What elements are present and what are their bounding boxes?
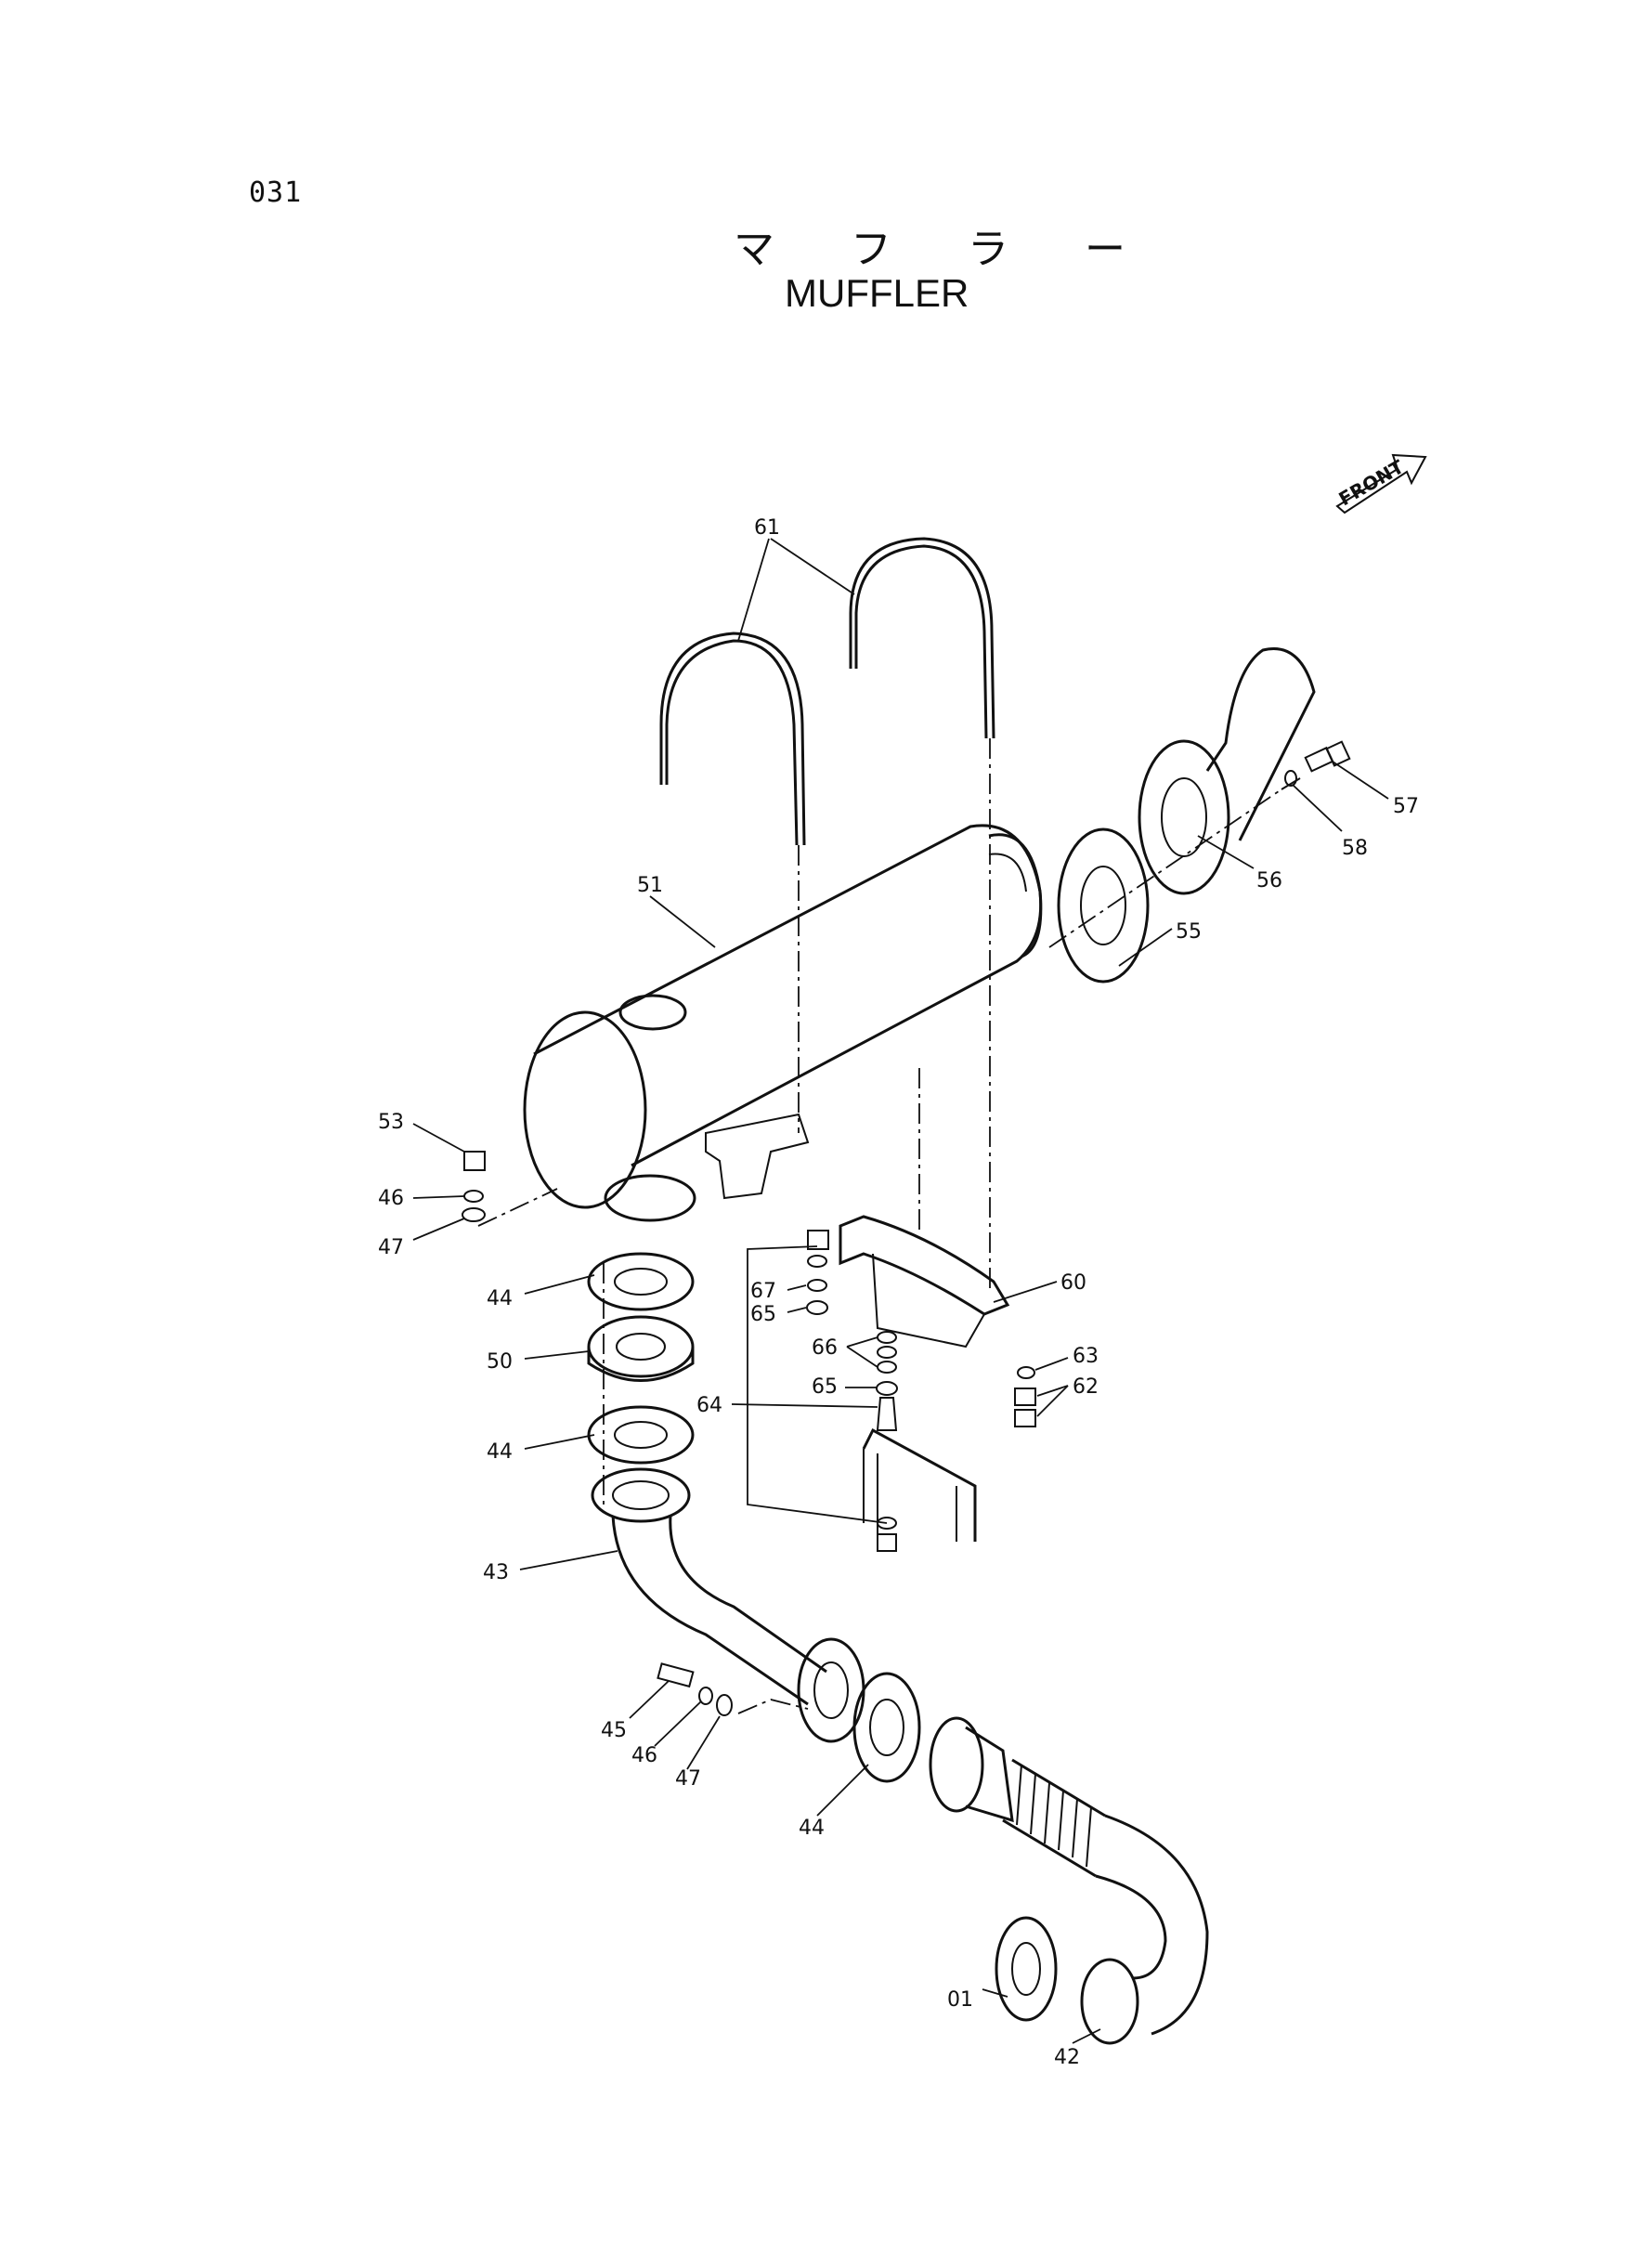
title-japanese: マ フ ラ ー xyxy=(734,226,1157,273)
washer-65-upper xyxy=(806,1300,828,1315)
washer-67 xyxy=(807,1279,827,1292)
flange-56 xyxy=(1138,739,1230,895)
bracket-60 xyxy=(839,1215,1010,1348)
callout-44-lower: 44 xyxy=(799,1817,825,1840)
callout-50: 50 xyxy=(487,1350,513,1374)
bolt-53 xyxy=(463,1151,486,1171)
callout-62: 62 xyxy=(1073,1375,1099,1399)
callout-61: 61 xyxy=(754,516,780,540)
callout-64: 64 xyxy=(696,1394,722,1417)
callout-65-lower: 65 xyxy=(812,1375,838,1399)
gasket-44-middle xyxy=(587,1405,695,1465)
title-english: MUFFLER xyxy=(785,271,969,315)
gasket-44-lower xyxy=(852,1672,921,1783)
washer-63 xyxy=(1017,1366,1035,1379)
elbow-42-flange xyxy=(1080,1958,1139,2045)
elbow-pipe-43 xyxy=(591,1467,865,1743)
tail-pipe xyxy=(1205,647,1316,841)
callout-67: 67 xyxy=(750,1280,776,1303)
flex-pipe xyxy=(929,1716,1209,2036)
bolt-45 xyxy=(657,1662,695,1688)
spring-washer-46-lower xyxy=(698,1687,713,1705)
gasket-55 xyxy=(1057,827,1150,984)
washer-47 xyxy=(462,1207,486,1222)
callout-43: 43 xyxy=(483,1561,509,1584)
u-bolt-61-right xyxy=(849,537,995,739)
bolt-57 xyxy=(1304,740,1351,773)
nut-top xyxy=(807,1230,829,1250)
callout-46-lower: 46 xyxy=(631,1744,657,1767)
front-arrow-icon: FRONT xyxy=(1335,453,1427,515)
gasket-01 xyxy=(995,1916,1058,2022)
mount-64 xyxy=(876,1397,898,1431)
callout-46-upper: 46 xyxy=(378,1187,404,1210)
callout-53: 53 xyxy=(378,1111,404,1134)
callout-42: 42 xyxy=(1054,2046,1080,2069)
nut-62-lower xyxy=(1014,1409,1036,1427)
callout-44-upper: 44 xyxy=(487,1287,513,1310)
washer-58 xyxy=(1284,770,1297,787)
washer-65-lower xyxy=(876,1381,898,1396)
callout-58: 58 xyxy=(1342,837,1368,860)
callout-65-upper: 65 xyxy=(750,1303,776,1326)
callout-60: 60 xyxy=(1060,1271,1086,1295)
callout-55: 55 xyxy=(1176,920,1202,944)
spring-washer-46 xyxy=(463,1190,484,1203)
washer-66 xyxy=(877,1361,897,1374)
callout-51: 51 xyxy=(637,874,663,897)
gasket-44-upper xyxy=(587,1252,695,1311)
callout-63: 63 xyxy=(1073,1345,1099,1368)
callout-57: 57 xyxy=(1393,795,1419,818)
u-bolt-61-left xyxy=(659,632,806,846)
muffler-body-51 xyxy=(523,824,1043,1209)
callout-47-upper: 47 xyxy=(378,1236,404,1259)
callout-47-lower: 47 xyxy=(675,1767,701,1791)
callout-45: 45 xyxy=(601,1719,627,1742)
front-label: FRONT xyxy=(1335,455,1409,510)
washer-47-lower xyxy=(716,1694,733,1716)
nut-62-upper xyxy=(1014,1388,1036,1406)
callout-56: 56 xyxy=(1256,869,1282,892)
page-number: 031 xyxy=(249,176,303,209)
callout-66: 66 xyxy=(812,1336,838,1360)
callout-44-middle: 44 xyxy=(487,1440,513,1464)
callout-01: 01 xyxy=(947,1988,973,2012)
